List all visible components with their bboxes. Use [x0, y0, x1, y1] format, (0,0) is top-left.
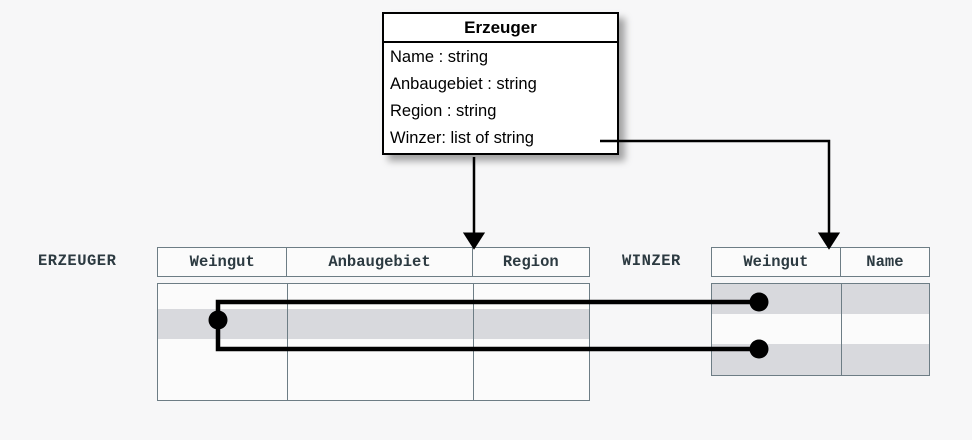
uml-attribute: Region : string [390, 102, 497, 120]
table-row [158, 309, 589, 339]
table-label-winzer: WINZER [622, 252, 681, 270]
table-cell [288, 284, 474, 309]
table-cell [288, 339, 474, 369]
uml-attribute: Winzer: list of string [390, 129, 534, 147]
table-cell [474, 339, 589, 369]
column-header-name: Name [866, 253, 904, 271]
uml-attribute: Anbaugebiet : string [390, 75, 537, 93]
arrow-class-to-winzer [600, 139, 841, 250]
table-cell [712, 344, 842, 375]
uml-attribute: Name : string [390, 48, 489, 66]
column-header-weingut: Weingut [158, 248, 288, 276]
uml-attribute-list: Name : string Anbaugebiet : string Regio… [384, 43, 617, 152]
table-cell [712, 284, 842, 314]
table-cell [712, 314, 842, 344]
table-label-erzeuger: ERZEUGER [38, 252, 117, 270]
table-header-winzer: Weingut Name [711, 247, 930, 277]
table-cell [288, 369, 474, 400]
column-header-anbaugebiet: Anbaugebiet [287, 248, 473, 276]
table-cell [158, 284, 288, 309]
table-cell [158, 309, 288, 339]
table-cell [842, 344, 929, 375]
table-cell [158, 339, 288, 369]
table-row [712, 284, 929, 314]
table-cell [474, 369, 589, 400]
table-row [158, 339, 589, 369]
table-body-winzer [711, 283, 930, 376]
table-cell [288, 309, 474, 339]
table-header-erzeuger: Weingut Anbaugebiet Region [157, 247, 590, 277]
table-cell [842, 284, 929, 314]
column-header-region: Region [502, 253, 559, 271]
uml-class-box-erzeuger: Erzeuger Name : string Anbaugebiet : str… [382, 12, 619, 155]
table-cell [474, 309, 589, 339]
table-body-erzeuger [157, 283, 590, 401]
table-row [158, 284, 589, 309]
table-cell [158, 369, 288, 400]
table-row [712, 314, 929, 344]
table-cell [474, 284, 589, 309]
uml-class-title: Erzeuger [384, 14, 617, 43]
table-row [712, 344, 929, 375]
column-header-weingut: Weingut [712, 248, 841, 276]
table-row [158, 369, 589, 400]
table-cell [842, 314, 929, 344]
